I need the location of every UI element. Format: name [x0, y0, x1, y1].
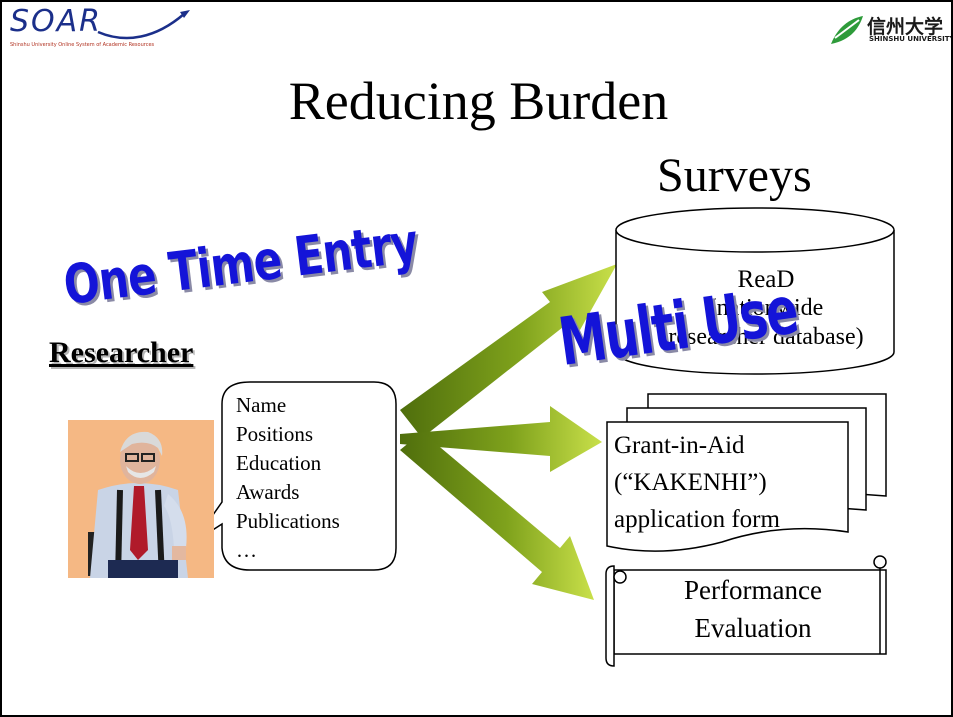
performance-evaluation-label: Performance Evaluation [628, 571, 878, 647]
read-label-line2: (nationwide [708, 295, 824, 321]
read-label-line3: researcher database) [668, 324, 864, 350]
list-item: Education [236, 451, 322, 475]
university-name-jp: 信州大学 [867, 16, 944, 38]
list-item: Publications [236, 509, 340, 533]
researcher-clipart-icon [68, 420, 214, 578]
soar-logo: SOAR Shinshu University Online System of… [6, 4, 206, 52]
read-label-title: ReaD [737, 266, 795, 293]
slide-title: Reducing Burden [288, 71, 669, 131]
surveys-label: Surveys [657, 149, 812, 202]
soar-swoosh-icon [97, 10, 190, 40]
soar-logo-subtext: Shinshu University Online System of Acad… [10, 42, 155, 48]
grant-label-line1: Grant-in-Aid [614, 432, 745, 459]
read-database-label: ReaD (nationwide researcher database) [642, 265, 890, 352]
shinshu-university-logo: 信州大学 SHINSHU UNIVERSITY [829, 12, 951, 52]
grant-label-line2: (“KAKENHI”) [614, 469, 767, 496]
performance-label-line1: Performance [684, 575, 822, 605]
grant-in-aid-label: Grant-in-Aid (“KAKENHI”) application for… [614, 427, 864, 538]
bubble-item-list: Name Positions Education Awards Publicat… [236, 391, 340, 565]
university-name-en: SHINSHU UNIVERSITY [869, 35, 953, 43]
list-item: Awards [236, 480, 300, 504]
arrow-to-grant [400, 406, 602, 472]
stacked-documents-icon [606, 393, 887, 552]
arrow-to-read [400, 264, 617, 438]
database-cylinder-icon [615, 207, 895, 375]
performance-label-line2: Evaluation [694, 613, 812, 643]
leaf-emblem-icon [831, 16, 863, 44]
arrow-to-performance [400, 432, 594, 600]
list-item: Name [236, 393, 287, 417]
list-item: … [236, 538, 257, 562]
list-item: Positions [236, 422, 314, 446]
speech-bubble [193, 381, 397, 571]
scroll-icon [605, 555, 887, 667]
researcher-label: Researcher [49, 336, 194, 369]
soar-logo-text: SOAR [10, 4, 103, 39]
grant-label-line3: application form [614, 506, 780, 533]
